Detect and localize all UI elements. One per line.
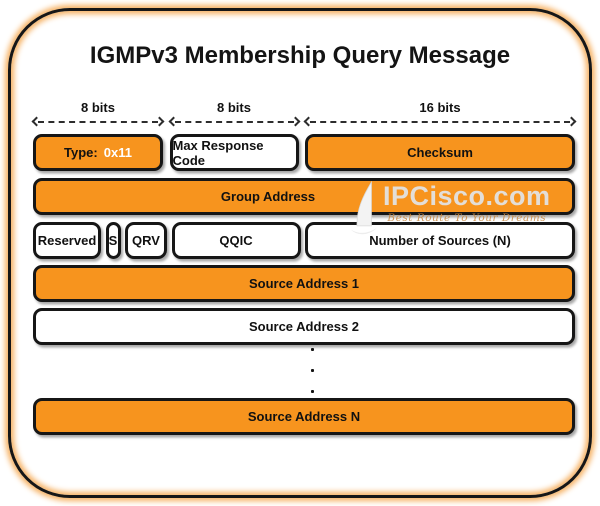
dashed-line (310, 121, 570, 123)
field-number-of-sources: Number of Sources (N) (305, 222, 575, 259)
arrowhead-right-icon (566, 116, 577, 127)
arrowhead-right-icon (154, 116, 165, 127)
double-headed-arrow (31, 116, 165, 129)
packet-row-6: Source Address N (33, 398, 575, 435)
ellipsis-dot (310, 348, 314, 351)
packet-format-diagram: 8 bits 8 bits 16 bits (31, 100, 577, 442)
dashed-line (174, 121, 294, 123)
group-address-label: Group Address (220, 189, 316, 204)
bit-width-label: 16 bits (419, 100, 461, 115)
field-source-address-n: Source Address N (33, 398, 575, 435)
packet-row-4: Source Address 1 (33, 265, 575, 302)
bit-width-label: 8 bits (81, 100, 115, 115)
field-qrv: QRV (125, 222, 167, 259)
field-max-response-code: Max Response Code (169, 134, 299, 171)
field-group-address: Group Address (33, 178, 575, 215)
dashed-line (38, 121, 158, 123)
ellipsis-dot (310, 390, 314, 393)
packet-row-2: Group Address (33, 178, 575, 215)
double-headed-arrow (303, 116, 577, 129)
bit-width-column-1: 8 bits (31, 100, 165, 129)
ellipsis-dots (41, 345, 583, 398)
field-type: Type: 0x11 (33, 134, 163, 171)
page-title: IGMPv3 Membership Query Message (89, 42, 511, 69)
bit-width-column-3: 16 bits (303, 100, 577, 129)
field-s-flag: S (105, 222, 121, 259)
packet-row-3: Reserved S QRV QQIC Number of Sources (N… (33, 222, 575, 259)
type-value: 0x11 (103, 145, 132, 160)
arrowhead-right-icon (290, 116, 300, 127)
field-source-address-1: Source Address 1 (33, 265, 575, 302)
double-headed-arrow (168, 116, 300, 129)
ellipsis-dot (310, 369, 314, 372)
field-checksum: Checksum (305, 134, 575, 171)
type-label: Type: (64, 145, 98, 160)
packet-row-1: Type: 0x11 Max Response Code Checksum (33, 134, 575, 171)
field-qqic: QQIC (171, 222, 301, 259)
bit-width-header-row: 8 bits 8 bits 16 bits (31, 100, 577, 129)
rounded-frame (8, 8, 592, 498)
field-source-address-2: Source Address 2 (33, 308, 575, 345)
field-reserved: Reserved (33, 222, 101, 259)
bit-width-column-2: 8 bits (168, 100, 300, 129)
packet-row-5: Source Address 2 (33, 308, 575, 345)
bit-width-label: 8 bits (217, 100, 251, 115)
